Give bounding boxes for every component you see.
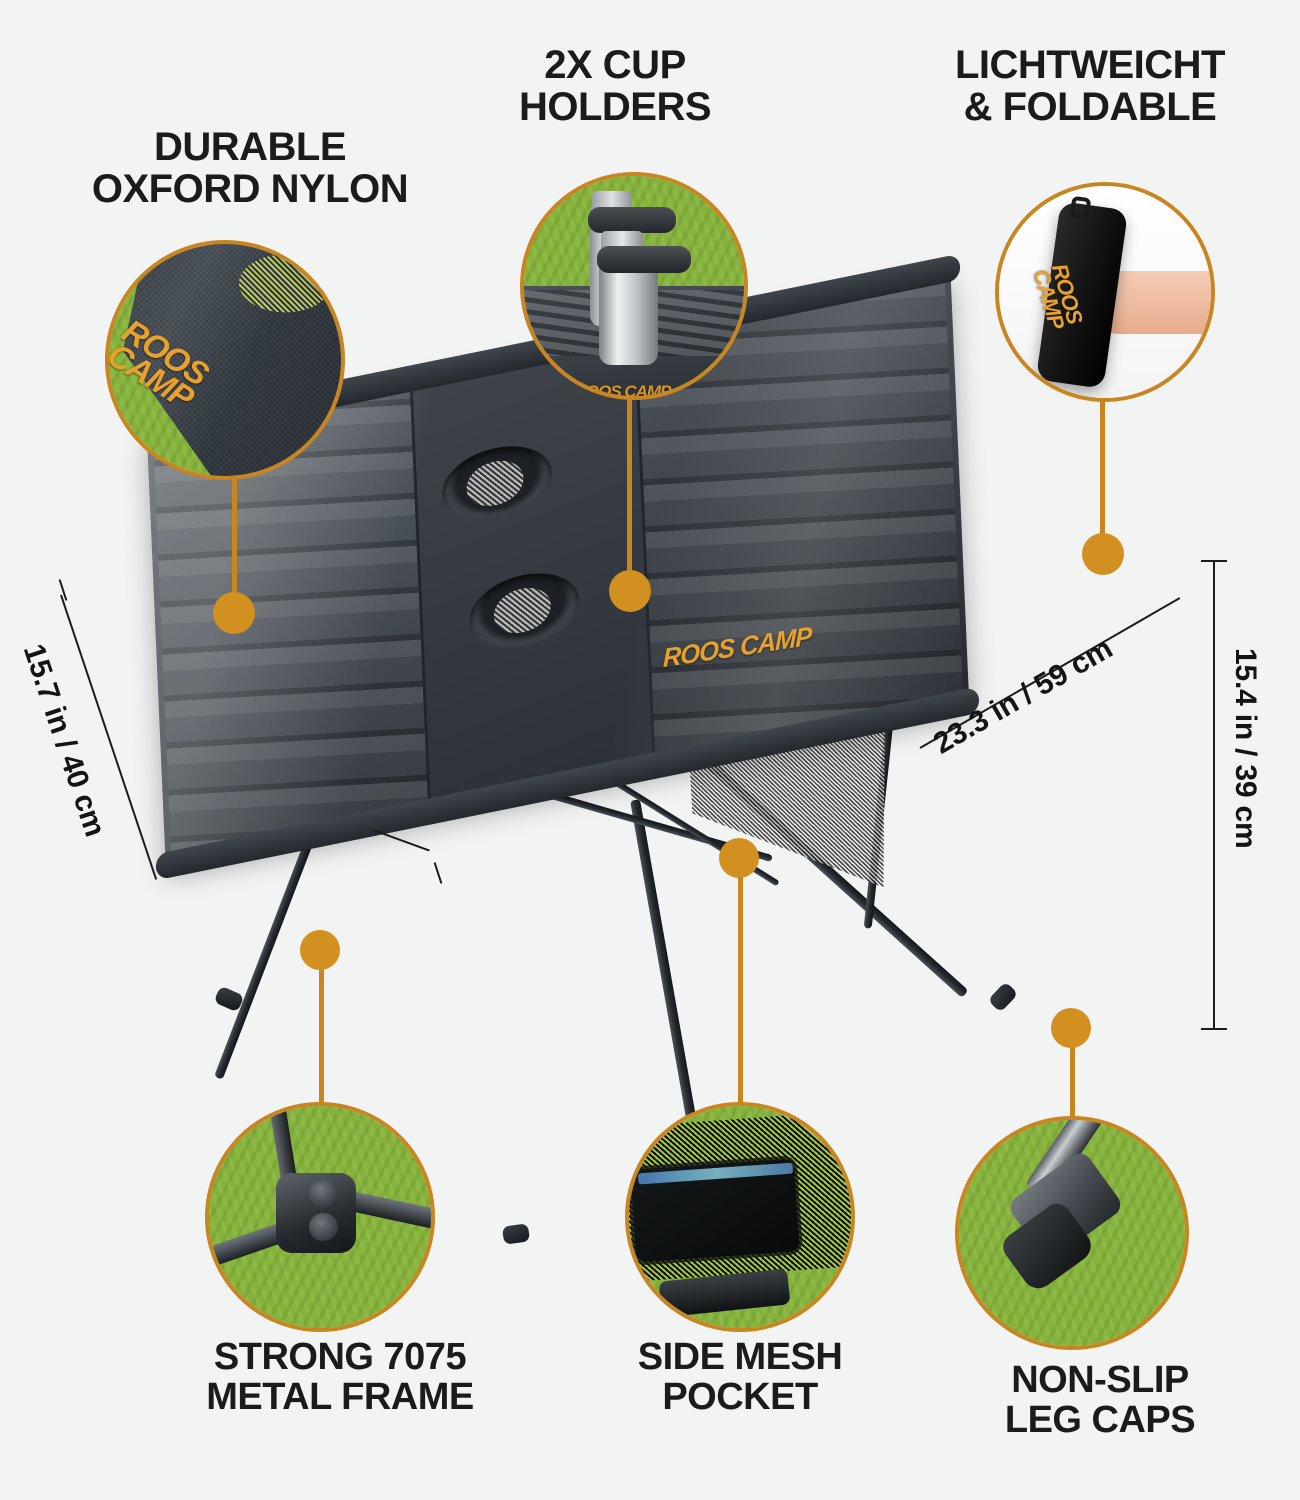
callout-carry-bag-handle (1069, 195, 1092, 220)
callout-bottle-front (598, 264, 659, 366)
leg-cap-right (987, 981, 1019, 1013)
connector-dot-non-slip-leg-caps (1051, 1008, 1091, 1048)
callout-bottle-back-handle (587, 206, 676, 234)
connector-dot-lightweight-foldable (1082, 533, 1124, 575)
feature-title-lightweight-foldable: LICHTWEICHT & FOLDABLE (954, 43, 1226, 130)
callout-side-mesh-pocket[interactable] (625, 1102, 855, 1332)
feature-title-side-mesh-pocket: SIDE MESH POCKET (637, 1336, 843, 1419)
callout-mesh-patch (238, 254, 332, 313)
callout-logo-cup-holders: ROOS CAMP (574, 382, 672, 400)
dimension-rule-height (1213, 560, 1215, 1030)
callout-lightweight-foldable[interactable]: ROOS CAMP (995, 182, 1215, 402)
callout-bottle-front-handle (596, 246, 692, 273)
callout-hub-bolt-top (308, 1179, 338, 1209)
connector-dot-durable-oxford-nylon (213, 592, 255, 634)
feature-title-cup-holders: 2X CUP HOLDERS (518, 43, 712, 130)
leg-cap-center (501, 1223, 531, 1245)
feature-title-metal-frame: STRONG 7075 METAL FRAME (206, 1336, 474, 1419)
cup-holder-mesh-2 (492, 582, 552, 639)
cup-holder-mesh-1 (465, 455, 525, 511)
callout-cup-holders[interactable]: ROOS CAMP (520, 172, 748, 400)
feature-title-durable-oxford-nylon: DURABLE OXFORD NYLON (91, 125, 409, 212)
connector-durable-oxford-nylon (232, 448, 237, 616)
connector-dot-metal-frame (300, 930, 340, 970)
connector-side-mesh-pocket (738, 860, 743, 1110)
feature-title-non-slip-leg-caps: NON-SLIP LEG CAPS (1004, 1359, 1196, 1442)
connector-dot-side-mesh-pocket (719, 838, 759, 878)
dimension-label-height: 15.4 in / 39 cm (1229, 648, 1262, 849)
connector-metal-frame (319, 950, 324, 1110)
dimension-tick-height-bottom (1201, 1028, 1227, 1030)
connector-non-slip-leg-caps (1070, 1030, 1075, 1125)
connector-lightweight-foldable (1100, 398, 1105, 554)
connector-dot-cup-holders (609, 570, 651, 612)
dimension-tick-height-top (1201, 560, 1227, 562)
callout-non-slip-leg-caps[interactable] (955, 1116, 1189, 1350)
callout-metal-frame[interactable] (205, 1102, 435, 1332)
connector-cup-holders (627, 398, 632, 590)
callout-hub-bolt-bottom (308, 1212, 338, 1242)
callout-durable-oxford-nylon[interactable]: ROOS CAMP (105, 240, 345, 480)
